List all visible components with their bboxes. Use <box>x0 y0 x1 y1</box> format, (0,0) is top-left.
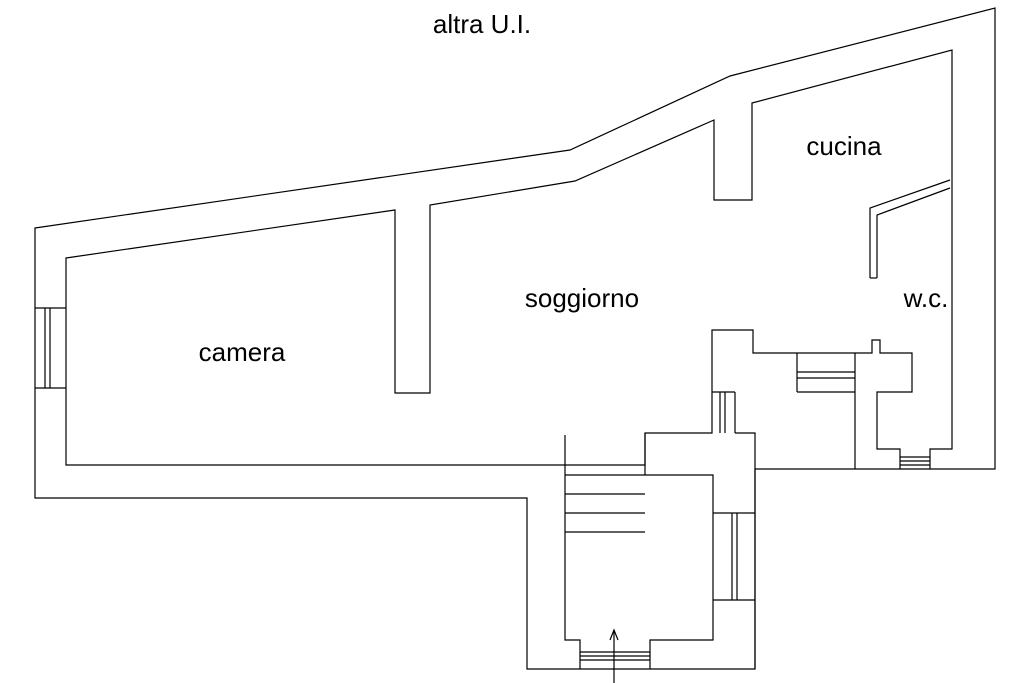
inner-wall <box>65 49 953 466</box>
label-bedroom: camera <box>199 337 286 367</box>
label-kitchen: cucina <box>806 131 882 161</box>
outer-wall <box>34 7 996 670</box>
window-wc <box>899 457 931 469</box>
entrance-wall <box>564 433 714 653</box>
window-hall <box>796 353 855 393</box>
entrance-arrow-icon <box>609 628 619 683</box>
window-entrance <box>713 512 755 601</box>
window-living <box>712 391 736 433</box>
window-left <box>35 307 66 389</box>
stairs <box>565 474 645 533</box>
wc-partition <box>869 179 951 279</box>
label-toilet: w.c. <box>903 283 949 313</box>
entrance-right-wall <box>735 432 756 669</box>
label-neighbor-unit: altra U.I. <box>433 9 531 39</box>
label-living-room: soggiorno <box>525 283 639 313</box>
entrance-door <box>579 652 651 669</box>
